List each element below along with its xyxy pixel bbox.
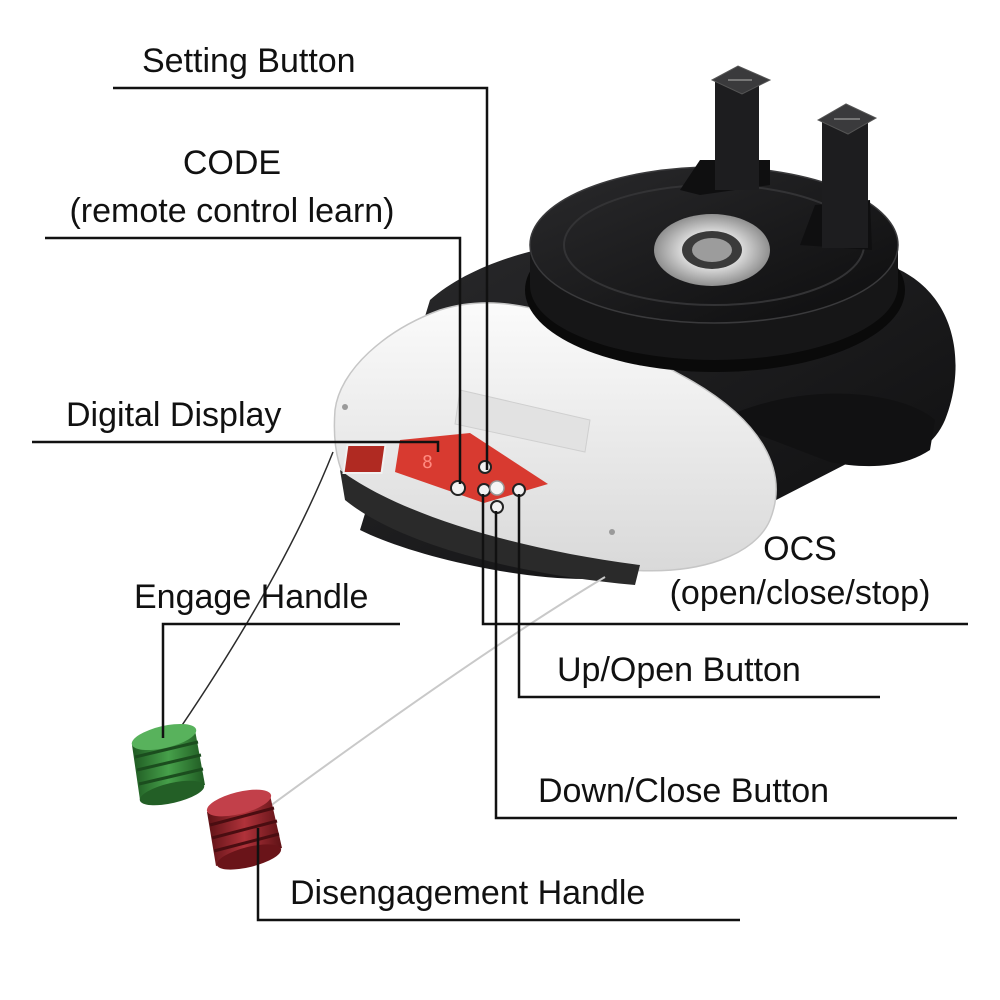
motor-unit: 8 — [333, 65, 956, 585]
housing-recess — [454, 389, 591, 453]
housing-lower-edge — [340, 470, 640, 585]
leader-code — [45, 236, 462, 484]
label-code-line1: CODE — [182, 144, 282, 182]
svg-text:8: 8 — [422, 452, 433, 473]
label-ocs-line1: OCS — [763, 530, 837, 568]
leader-engage-handle — [161, 622, 400, 738]
leader-ocs — [481, 494, 968, 626]
label-digital-display: Digital Display — [66, 396, 282, 434]
label-code-line2: (remote control learn) — [69, 192, 395, 230]
label-disengagement-handle: Disengagement Handle — [290, 874, 646, 912]
drive-post-left — [680, 65, 772, 195]
leader-lines — [32, 86, 968, 922]
red-handle-icon — [206, 789, 282, 870]
disengage-cord — [261, 576, 606, 813]
leader-disengagement-handle — [256, 828, 740, 922]
label-down-close-button: Down/Close Button — [538, 772, 830, 810]
control-panel-icon: 8 — [342, 433, 548, 514]
label-ocs-line2: (open/close/stop) — [669, 574, 931, 612]
display-window — [342, 444, 387, 474]
black-body-side — [720, 393, 935, 467]
setting-button[interactable] — [478, 460, 492, 474]
engage-cord — [171, 451, 334, 741]
metal-hub-core — [692, 238, 732, 262]
label-up-open-button: Up/Open Button — [557, 651, 801, 689]
label-engage-handle: Engage Handle — [134, 578, 369, 616]
label-ocs: OCS (open/close/stop) — [655, 532, 945, 610]
screw — [609, 529, 615, 535]
leader-up-open-button — [517, 494, 880, 699]
screw — [342, 404, 348, 410]
leader-digital-display — [32, 440, 440, 452]
label-setting-button: Setting Button — [142, 42, 356, 80]
leader-setting-button — [113, 86, 489, 470]
drive-post-right — [800, 103, 878, 250]
leader-down-close-button — [494, 511, 957, 820]
green-handle-icon — [131, 723, 205, 806]
center-button[interactable] — [489, 480, 505, 496]
label-code: CODE (remote control learn) — [47, 146, 417, 228]
code-button[interactable] — [450, 480, 466, 496]
